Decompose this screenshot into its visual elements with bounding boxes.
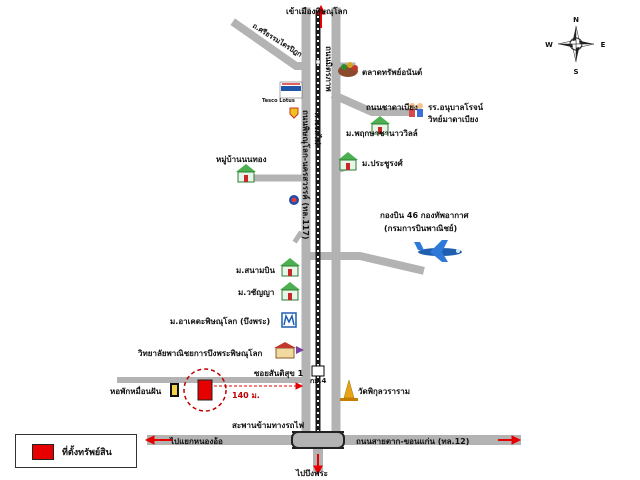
- village-nanthong-house-icon: [236, 164, 256, 183]
- arrow-left-icon: [144, 435, 172, 445]
- label-highway-117: ถนนพิษณุโลก-นครสวรรค์ (ทล.117): [300, 110, 311, 240]
- ptt-station-icon: [289, 195, 299, 205]
- tesco-logo-icon: [279, 81, 303, 99]
- label-overpass: สะพานข้ามทางรถไฟ: [232, 420, 304, 430]
- market-icon: [338, 62, 358, 77]
- label-village-nanthong: หมู่บ้านนนทอง: [216, 154, 267, 165]
- direction-arrows: [144, 4, 522, 476]
- property-marker: [197, 379, 213, 401]
- arrow-up-icon: [316, 4, 326, 28]
- label-village-watchanya: ม.วชัญญา: [238, 288, 274, 298]
- college-building-icon: [274, 342, 304, 359]
- label-km: กม.4: [310, 377, 327, 385]
- label-chan-kasem: ถนนชาดาเบียง: [366, 102, 418, 112]
- property-location: [170, 368, 227, 412]
- railway: [311, 10, 325, 432]
- legend-label: ที่ตั้งทรัพย์สิน: [62, 448, 112, 458]
- label-village-sanambin: ม.สนามบิน: [236, 266, 276, 275]
- compass-n: N: [573, 16, 579, 24]
- shell-station-icon: [289, 107, 299, 119]
- road-srithammatraipidok: [230, 18, 310, 70]
- compass-w: W: [545, 41, 553, 49]
- label-temple: วัดพิกุลวราราม: [358, 387, 410, 397]
- label-tesco: Tesco Lotus: [262, 98, 295, 104]
- label-soi-santisuk: ซอยสันติสุข 1: [254, 369, 304, 379]
- school-children-icon: [409, 103, 423, 117]
- label-to-bueng-phra: ไปบึงพระ: [295, 468, 328, 478]
- label-school-2: วิทย์มาดาเบียง: [427, 114, 478, 124]
- label-village-arkad: ม.อาเคดะพิษณุโลก (บึงพระ): [170, 316, 270, 327]
- property-swatch: [32, 444, 54, 460]
- road-west-curve: [292, 230, 310, 244]
- airplane-icon: [414, 240, 462, 262]
- label-to-phitsanulok: เข้าเมืองพิษณุโลก: [286, 6, 348, 17]
- railway-km-marker: [311, 365, 325, 377]
- label-market: ตลาดทรัพย์อนันต์: [362, 67, 422, 77]
- label-distance: 140 ม.: [232, 391, 260, 400]
- label-village-phrukpiman: ม.พฤกษาชานาววิลล์: [346, 128, 418, 138]
- road-airbase: [302, 252, 425, 275]
- label-to-nong-o: ไปแยกหนองอ้อ: [169, 436, 223, 446]
- road-chan-kasem: [330, 90, 410, 116]
- village-watchanya-house-icon: [280, 282, 300, 301]
- compass-icon: N S E W: [545, 16, 605, 76]
- map-legend: ที่ตั้งทรัพย์สิน: [15, 434, 137, 468]
- compass-s: S: [573, 68, 578, 76]
- compass-e: E: [601, 41, 606, 49]
- label-sathorn-road: ถนนสายตาก-ขอนแก่น (ทล.12): [356, 437, 469, 446]
- arrow-right-icon: [498, 435, 522, 445]
- label-dorm: หอพักหมื่อนฝัน: [110, 385, 162, 396]
- arkad-logo-icon: [281, 312, 297, 328]
- label-village-prachurong: ม.ประชูรงศ์: [362, 158, 404, 169]
- railway-overpass: [291, 431, 345, 449]
- temple-icon: [340, 379, 358, 401]
- distance-arrow-icon: [214, 382, 304, 390]
- village-sanambin-house-icon: [280, 258, 300, 277]
- label-railway: ทางรถไฟ: [313, 112, 323, 145]
- label-airbase-1: กองบิน 46 กองทัพอากาศ: [380, 211, 470, 220]
- village-prachurong-house-icon: [338, 152, 358, 171]
- village-phrukpiman-house-icon: [370, 116, 390, 135]
- arrow-down-icon: [313, 454, 323, 476]
- label-college: วิทยาลัยพาณิชยการบึงพระพิษณุโลก: [137, 348, 262, 359]
- label-school-1: รร.อนุบาลโรจน์: [428, 102, 484, 113]
- label-mittraphap: ถนนมิตรภาพ: [324, 46, 333, 92]
- label-airbase-2: (กรมการบินพาณิชย์): [384, 223, 457, 233]
